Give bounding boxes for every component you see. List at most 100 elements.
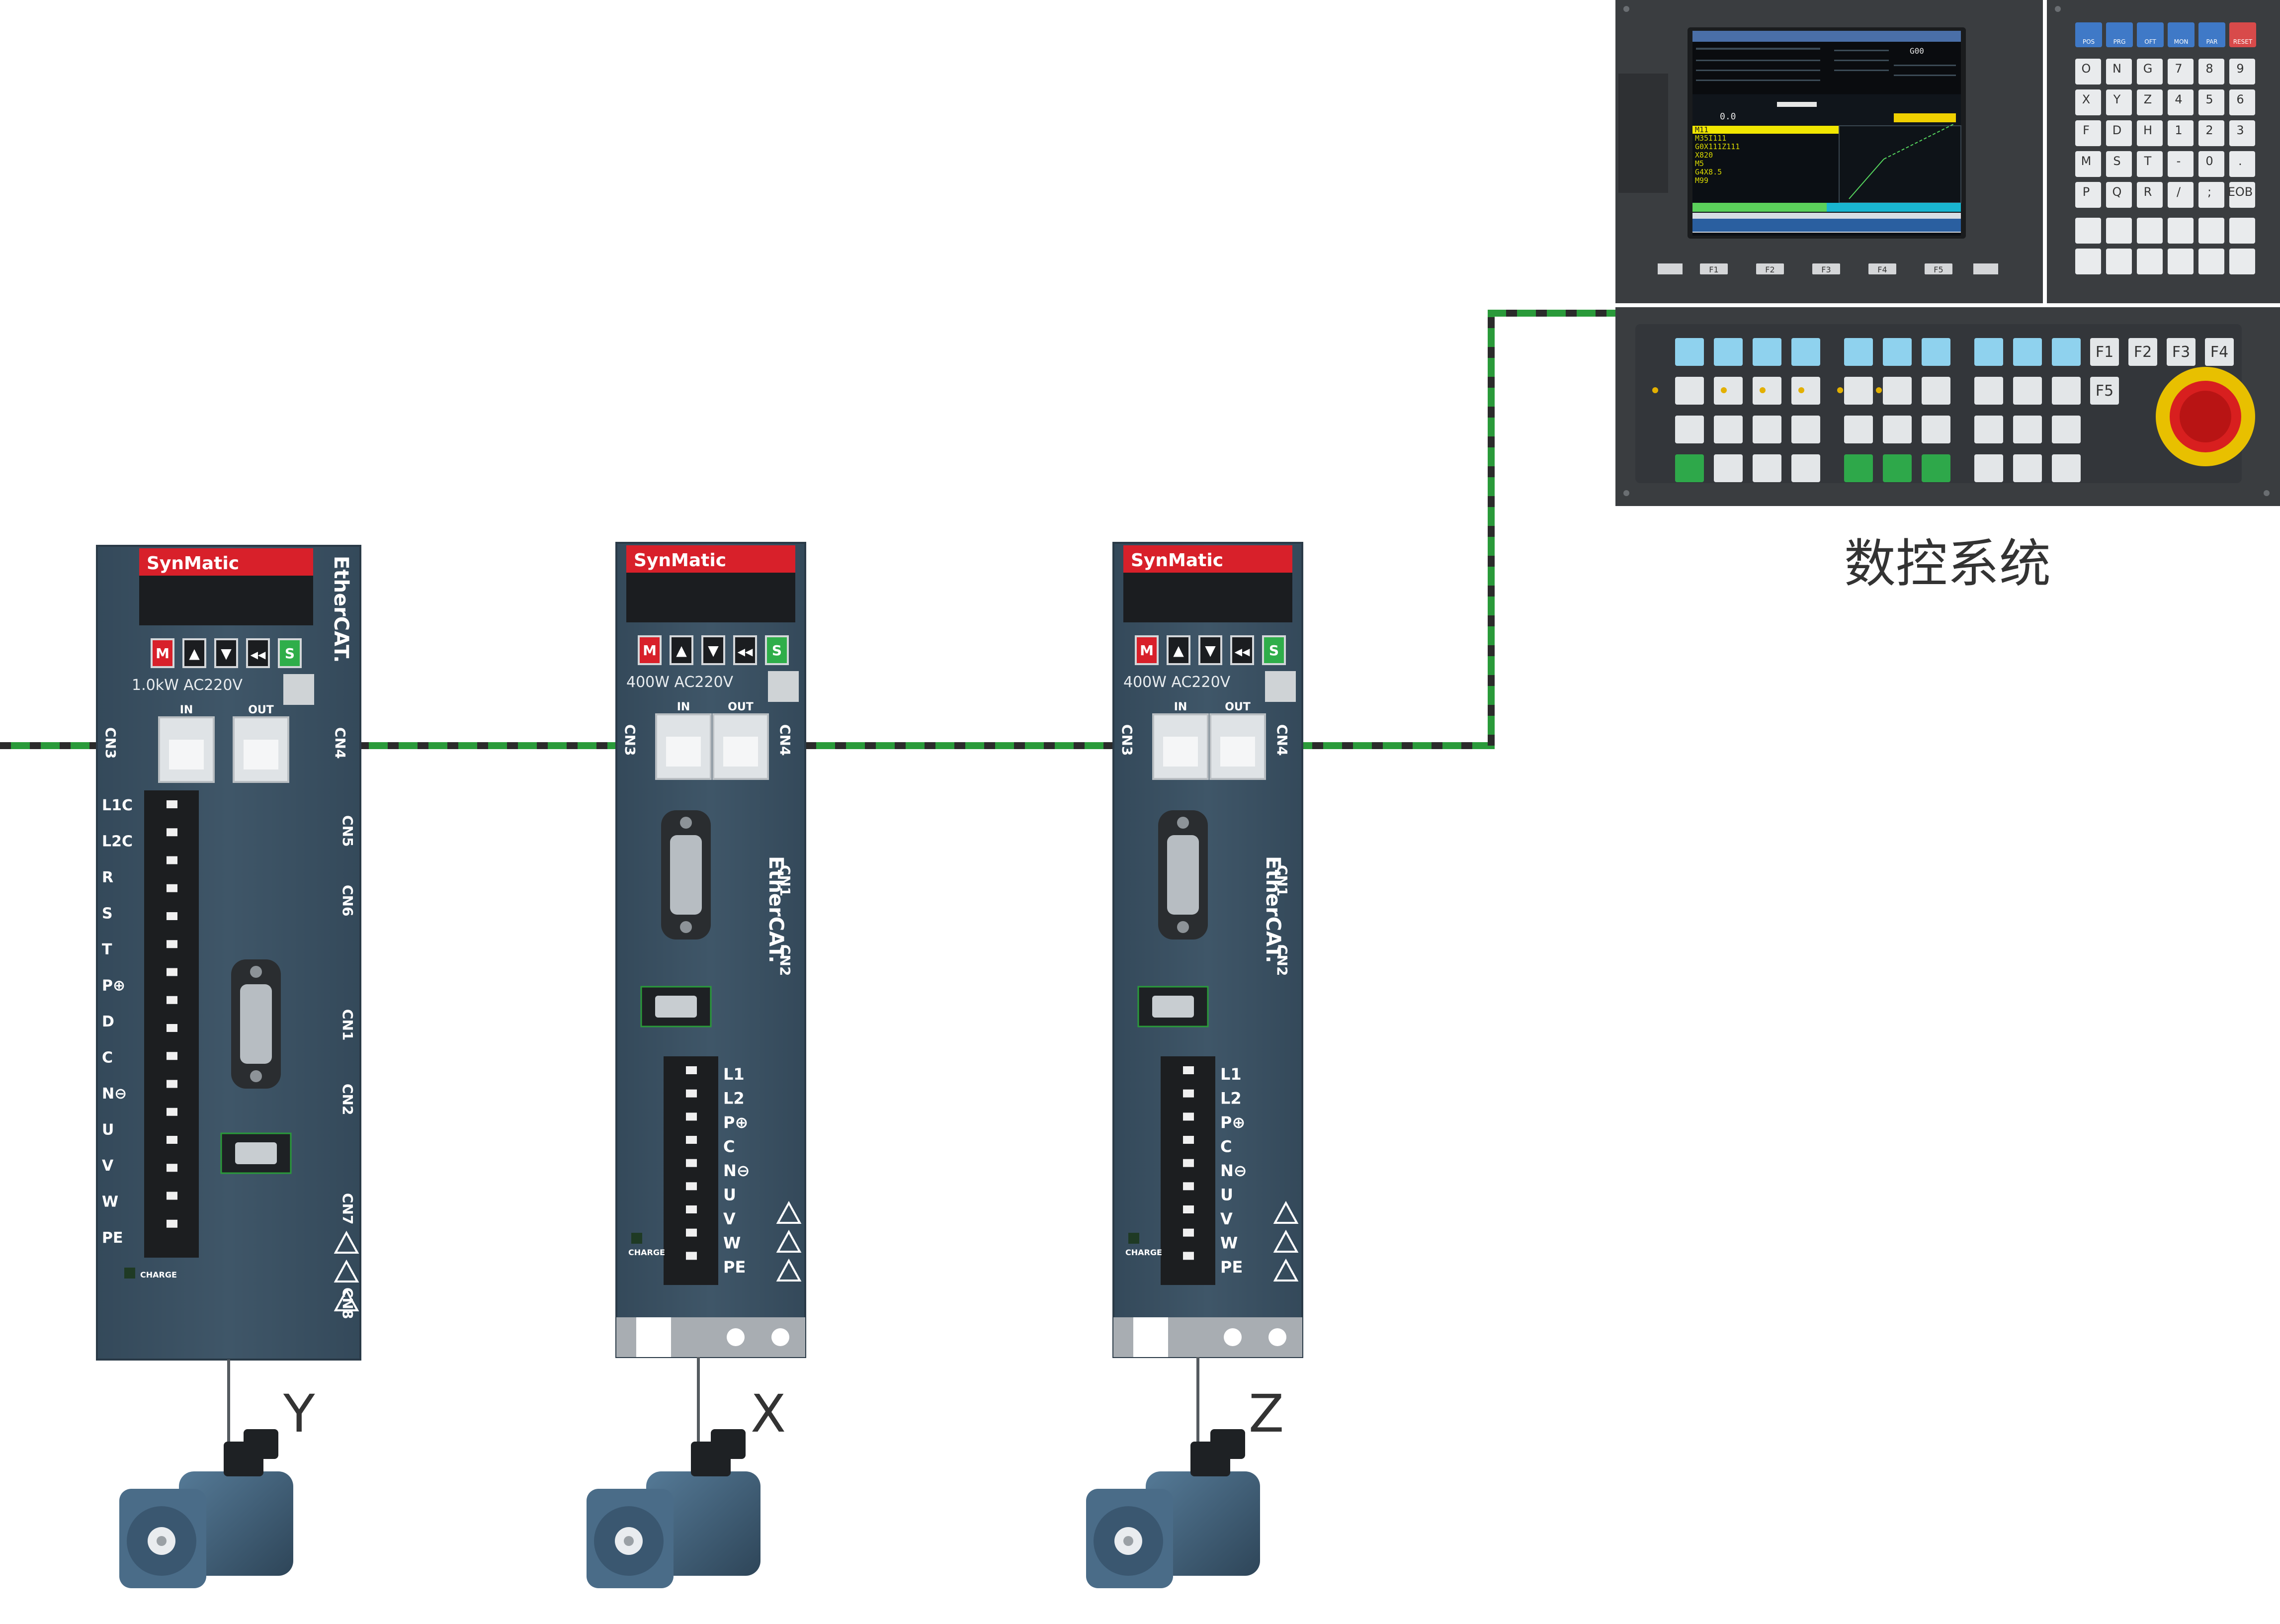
panel-key[interactable] bbox=[1791, 377, 1820, 405]
control-key[interactable] bbox=[2168, 249, 2194, 274]
connector-cn5[interactable]: CN5 bbox=[339, 815, 356, 847]
keypad-key[interactable]: N bbox=[2106, 59, 2132, 85]
keypad-key[interactable]: S bbox=[2106, 151, 2132, 177]
ethercat-out-port[interactable]: OUT bbox=[233, 704, 289, 783]
panel-key[interactable] bbox=[1791, 416, 1820, 443]
top-key-pos[interactable]: POS bbox=[2075, 22, 2102, 47]
ethercat-in-port[interactable]: IN bbox=[158, 704, 215, 783]
panel-key[interactable] bbox=[2013, 454, 2042, 482]
drive-button-0[interactable]: M bbox=[151, 638, 174, 668]
drive-button-2[interactable]: ▼ bbox=[701, 635, 725, 665]
connector-cn2[interactable]: CN2 bbox=[1274, 944, 1290, 976]
panel-key[interactable] bbox=[1675, 416, 1704, 443]
panel-key[interactable] bbox=[1791, 454, 1820, 482]
panel-key[interactable] bbox=[1753, 416, 1781, 443]
keypad-key[interactable]: 5 bbox=[2198, 89, 2224, 115]
keypad-key[interactable]: G bbox=[2137, 59, 2163, 85]
keypad-key[interactable]: Q bbox=[2106, 182, 2132, 208]
panel-key[interactable] bbox=[2052, 338, 2081, 366]
panel-key[interactable] bbox=[2052, 377, 2081, 405]
keypad-key[interactable]: . bbox=[2229, 151, 2255, 177]
connector-cn1[interactable]: CN1 bbox=[339, 1009, 356, 1040]
panel-key[interactable] bbox=[1974, 377, 2003, 405]
top-key-prg[interactable]: PRG bbox=[2106, 22, 2133, 47]
keypad-key[interactable]: H bbox=[2137, 120, 2163, 146]
keypad-key[interactable]: D bbox=[2106, 120, 2132, 146]
control-key[interactable] bbox=[2075, 249, 2101, 274]
panel-key[interactable] bbox=[1922, 377, 1950, 405]
panel-key-f5[interactable]: F5 bbox=[2090, 377, 2119, 405]
panel-key[interactable] bbox=[1844, 338, 1873, 366]
power-terminal-block[interactable] bbox=[1161, 1056, 1215, 1285]
panel-key[interactable] bbox=[2052, 416, 2081, 443]
keypad-key[interactable]: - bbox=[2168, 151, 2194, 177]
control-key[interactable] bbox=[2137, 249, 2163, 274]
drive-button-3[interactable]: ◀◀ bbox=[1230, 635, 1254, 665]
panel-key[interactable] bbox=[1675, 338, 1704, 366]
keypad-key[interactable]: 9 bbox=[2229, 59, 2255, 85]
dsub-connector[interactable] bbox=[1158, 810, 1208, 940]
connector-cn6[interactable]: CN6 bbox=[339, 885, 356, 916]
drive-button-1[interactable]: ▲ bbox=[670, 635, 693, 665]
ethercat-out-port[interactable]: OUT bbox=[712, 701, 769, 780]
drive-button-0[interactable]: M bbox=[638, 635, 662, 665]
keypad-key[interactable]: Y bbox=[2106, 89, 2132, 115]
drive-button-2[interactable]: ▼ bbox=[214, 638, 238, 668]
keypad-key[interactable]: R bbox=[2137, 182, 2163, 208]
ethercat-out-port[interactable]: OUT bbox=[1209, 701, 1266, 780]
control-key[interactable] bbox=[2198, 218, 2224, 244]
softkey-f3[interactable]: F3 bbox=[1812, 263, 1840, 274]
panel-key[interactable] bbox=[1974, 454, 2003, 482]
emergency-stop-button[interactable] bbox=[2156, 367, 2255, 466]
keypad-key[interactable]: ; bbox=[2198, 182, 2224, 208]
keypad-key[interactable]: 8 bbox=[2198, 59, 2224, 85]
panel-key[interactable] bbox=[1844, 377, 1873, 405]
keypad-key[interactable]: 0 bbox=[2198, 151, 2224, 177]
panel-key[interactable] bbox=[1675, 377, 1704, 405]
keypad-key[interactable]: 3 bbox=[2229, 120, 2255, 146]
keypad-key[interactable]: T bbox=[2137, 151, 2163, 177]
panel-key[interactable] bbox=[1883, 416, 1912, 443]
panel-key[interactable] bbox=[1974, 338, 2003, 366]
ethercat-in-port[interactable]: IN bbox=[655, 701, 712, 780]
control-key[interactable] bbox=[2229, 218, 2255, 244]
keypad-key[interactable]: / bbox=[2168, 182, 2194, 208]
top-key-reset[interactable]: RESET bbox=[2229, 22, 2256, 47]
keypad-key[interactable]: 6 bbox=[2229, 89, 2255, 115]
prev-page-button[interactable] bbox=[1658, 263, 1683, 274]
control-key[interactable] bbox=[2137, 218, 2163, 244]
keypad-key[interactable]: F bbox=[2075, 120, 2101, 146]
panel-key[interactable] bbox=[1753, 338, 1781, 366]
drive-button-1[interactable]: ▲ bbox=[182, 638, 206, 668]
panel-key-f4[interactable]: F4 bbox=[2205, 338, 2234, 366]
panel-key[interactable] bbox=[1922, 416, 1950, 443]
control-key[interactable] bbox=[2198, 249, 2224, 274]
panel-key[interactable] bbox=[2013, 416, 2042, 443]
softkey-f4[interactable]: F4 bbox=[1868, 263, 1896, 274]
encoder-port[interactable] bbox=[220, 1132, 292, 1174]
panel-key[interactable] bbox=[1844, 416, 1873, 443]
panel-key[interactable] bbox=[2013, 377, 2042, 405]
panel-key[interactable] bbox=[1883, 454, 1912, 482]
keypad-key[interactable]: 4 bbox=[2168, 89, 2194, 115]
top-key-par[interactable]: PAR bbox=[2198, 22, 2225, 47]
panel-key[interactable] bbox=[1714, 338, 1743, 366]
connector-cn2[interactable]: CN2 bbox=[777, 944, 793, 976]
control-key[interactable] bbox=[2106, 249, 2132, 274]
drive-button-3[interactable]: ◀◀ bbox=[246, 638, 270, 668]
keypad-key[interactable]: EOB bbox=[2228, 182, 2255, 208]
dsub-connector[interactable] bbox=[231, 959, 281, 1089]
connector-cn7[interactable]: CN7 bbox=[339, 1193, 356, 1224]
panel-key[interactable] bbox=[1883, 377, 1912, 405]
panel-key[interactable] bbox=[1922, 338, 1950, 366]
top-key-mon[interactable]: MON bbox=[2168, 22, 2195, 47]
drive-button-3[interactable]: ◀◀ bbox=[733, 635, 757, 665]
drive-button-4[interactable]: S bbox=[1262, 635, 1286, 665]
keypad-key[interactable]: 7 bbox=[2168, 59, 2194, 85]
panel-key-f1[interactable]: F1 bbox=[2090, 338, 2119, 366]
keypad-key[interactable]: 1 bbox=[2168, 120, 2194, 146]
encoder-port[interactable] bbox=[640, 986, 712, 1027]
softkey-f2[interactable]: F2 bbox=[1756, 263, 1784, 274]
panel-key[interactable] bbox=[1844, 454, 1873, 482]
panel-key[interactable] bbox=[1791, 338, 1820, 366]
